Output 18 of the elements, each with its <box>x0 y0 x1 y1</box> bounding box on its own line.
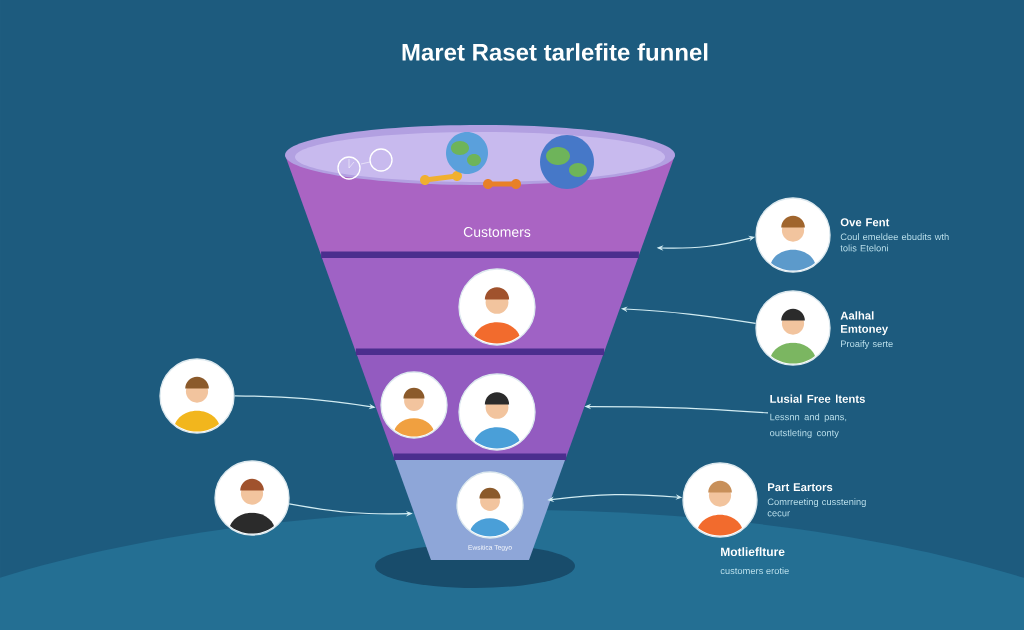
section-label: Customers <box>463 227 531 237</box>
heading: Motlieflture <box>721 547 785 557</box>
heading: Lusial Free ltents <box>770 394 865 403</box>
description-text: Proaify serte <box>841 340 893 349</box>
description-text: customers erotie <box>720 567 789 575</box>
person-name: Aalhal Emtoney <box>840 311 889 336</box>
avatar <box>159 358 235 434</box>
avatar <box>214 460 290 536</box>
title: Maret Raset tarlefite funnel <box>402 43 708 61</box>
description-text: Comrreeting cusstening cecur <box>767 498 866 517</box>
avatar <box>380 371 448 439</box>
person-name: Ove Fent <box>840 218 890 227</box>
description-text: Lessnn and pans, outstleting conty <box>770 413 847 439</box>
description-text: Coul emeldee ebudits wth tolis Eteloni <box>840 233 949 252</box>
avatar <box>456 471 524 539</box>
avatar <box>458 268 536 346</box>
person-name: Part Eartors <box>768 483 833 492</box>
avatar <box>458 373 536 451</box>
